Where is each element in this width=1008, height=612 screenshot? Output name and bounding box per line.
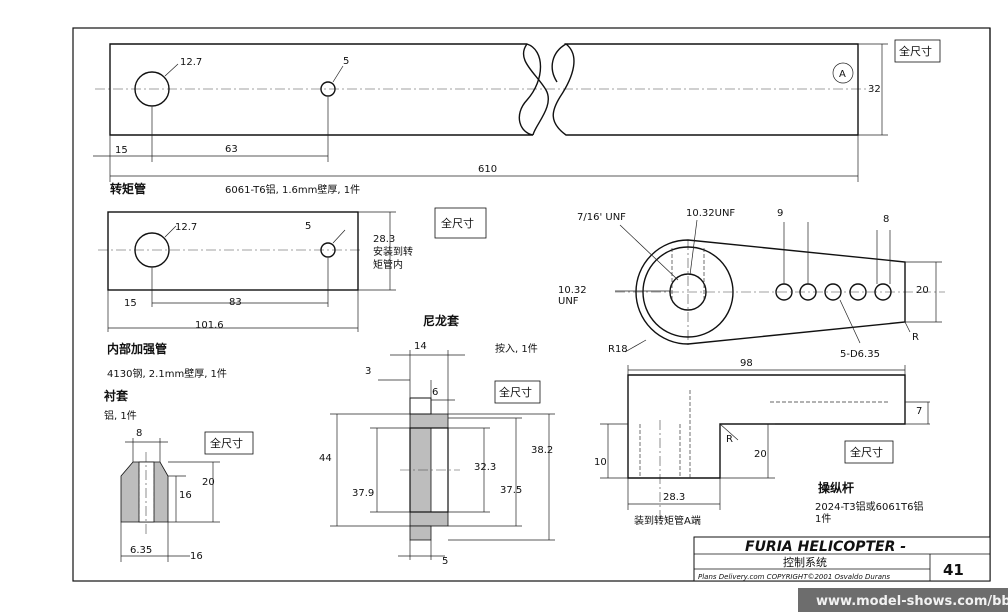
- it-note-line1: 安装到转: [373, 245, 413, 258]
- inner-tube-drawing: [98, 211, 396, 332]
- it-dim-hole-small: 5: [305, 221, 311, 232]
- nylon-dim-37-9: 37.9: [352, 488, 374, 499]
- arm-label-unf-c1: 10.32: [558, 285, 587, 296]
- it-spec: 4130钢, 2.1mm壁厚, 1件: [107, 367, 227, 380]
- arm-full-size-label: 全尺寸: [850, 445, 883, 459]
- bushing-dim-16: 16: [179, 490, 192, 501]
- bushing-title: 衬套: [104, 388, 129, 403]
- arm-spec-line2: 1件: [815, 513, 831, 525]
- bushing-dim-20: 20: [202, 477, 215, 488]
- it-title: 内部加强管: [107, 341, 167, 356]
- watermark-bg: [798, 588, 1008, 612]
- nylon-dim-6: 6: [432, 387, 438, 398]
- title-block-name: FURIA HELICOPTER -: [745, 539, 906, 555]
- tt-spec: 6061-T6铝, 1.6mm壁厚, 1件: [225, 183, 360, 196]
- arm-label-unf-c2: UNF: [558, 296, 579, 307]
- nylon-note: 按入, 1件: [495, 342, 538, 355]
- control-arm-side-view: [600, 365, 930, 528]
- arm-side-dim-7: 7: [916, 406, 922, 417]
- tt-marker: A: [839, 69, 846, 80]
- nylon-dim-3: 3: [365, 366, 371, 377]
- title-block-subtitle: 控制系统: [783, 555, 827, 569]
- tt-dim-hole-small: 5: [343, 56, 349, 67]
- it-dim-height: 28.3: [373, 234, 395, 245]
- nylon-dim-5: 5: [442, 556, 448, 567]
- nylon-dim-32-3: 32.3: [474, 462, 496, 473]
- arm-label-r18: R18: [608, 344, 628, 355]
- arm-side-r: R: [726, 434, 733, 445]
- arm-full-size-box: [844, 440, 894, 464]
- bushing-full-size-box: [204, 431, 254, 455]
- tt-dim-length: 610: [478, 164, 497, 175]
- tt-dim-hole-big: 12.7: [180, 57, 202, 68]
- arm-label-unf-b: 10.32UNF: [686, 208, 735, 219]
- it-dim-83: 83: [229, 297, 242, 308]
- nylon-title: 尼龙套: [423, 313, 460, 328]
- control-arm-top-view: [615, 219, 945, 353]
- it-full-size-box: [434, 207, 487, 239]
- arm-side-dim-28-3: 28.3: [663, 492, 685, 503]
- it-dim-length: 101.6: [195, 320, 224, 331]
- arm-label-unf-a: 7/16' UNF: [577, 212, 626, 223]
- title-block: [693, 536, 991, 582]
- arm-label-20: 20: [916, 285, 929, 296]
- arm-spec-line1: 2024-T3铝或6061T6铝: [815, 501, 924, 513]
- tt-dim-15: 15: [115, 145, 128, 156]
- bushing-dim-bottom: 6.35: [130, 545, 152, 556]
- nylon-dim-44: 44: [319, 453, 332, 464]
- bushing-dim-bottom-right: 16: [190, 551, 203, 562]
- arm-side-dim-10: 10: [594, 457, 607, 468]
- arm-title: 操纵杆: [818, 480, 854, 495]
- nylon-full-size-label: 全尺寸: [499, 385, 532, 399]
- it-dim-15: 15: [124, 298, 137, 309]
- title-block-credits: Plans Delivery.com COPYRIGHT©2001 Osvald…: [698, 573, 890, 581]
- nylon-sleeve-drawing: [330, 350, 555, 560]
- nylon-dim-14: 14: [414, 341, 427, 352]
- arm-label-9: 9: [777, 208, 783, 219]
- bushing-drawing: [120, 438, 220, 562]
- title-block-sheet-number: 41: [943, 561, 964, 579]
- bushing-spec: 铝, 1件: [104, 410, 137, 422]
- it-note-line2: 矩管内: [373, 258, 403, 271]
- nylon-dim-37-5: 37.5: [500, 485, 522, 496]
- tt-title: 转矩管: [110, 181, 146, 196]
- arm-label-holes: 5-D6.35: [840, 349, 880, 360]
- nylon-dim-38-2: 38.2: [531, 445, 553, 456]
- nylon-full-size-box: [494, 380, 541, 404]
- it-dim-hole-big: 12.7: [175, 222, 197, 233]
- tt-full-size-box: [894, 39, 941, 63]
- torque-tube-drawing: [93, 43, 888, 182]
- bushing-dim-top: 8: [136, 428, 142, 439]
- tt-dim-height: 32: [868, 84, 881, 95]
- watermark: www.model-shows.com/bbs: [816, 594, 1008, 609]
- sheet-border: [72, 27, 991, 582]
- it-full-size-label: 全尺寸: [441, 216, 474, 230]
- arm-note: 装到转矩管A端: [634, 514, 701, 527]
- arm-label-8: 8: [883, 214, 889, 225]
- tt-dim-63: 63: [225, 144, 238, 155]
- arm-label-r: R: [912, 332, 919, 343]
- arm-side-dim-20: 20: [754, 449, 767, 460]
- tt-full-size-label: 全尺寸: [899, 44, 932, 58]
- arm-side-dim-98: 98: [740, 358, 753, 369]
- bushing-full-size-label: 全尺寸: [210, 436, 243, 450]
